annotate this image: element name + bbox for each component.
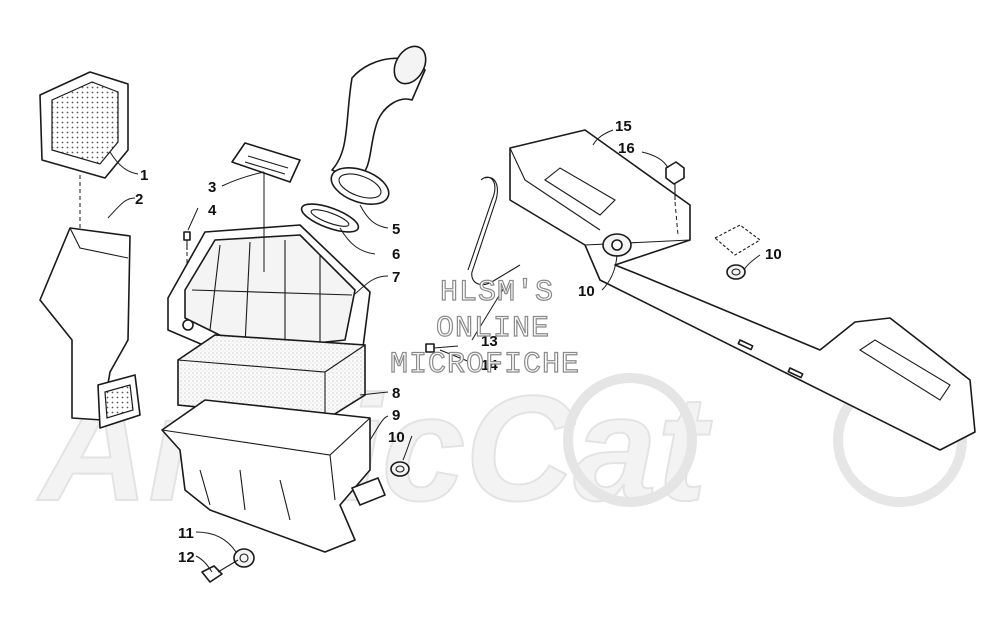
callout-3: 3 — [208, 179, 216, 196]
callout-2: 2 — [135, 191, 143, 208]
callout-4: 4 — [208, 202, 217, 219]
part-breather-tube — [467, 176, 521, 286]
callout-15: 15 — [615, 118, 632, 135]
part-grommet-right — [714, 224, 761, 280]
callout-10-right: 10 — [765, 246, 782, 263]
part-screw-14 — [425, 343, 459, 353]
text-watermark: HLSM'S ONLINE MICROFICHE — [389, 275, 580, 382]
part-intake-duct — [39, 175, 141, 429]
callout-10-center: 10 — [578, 283, 595, 300]
part-bushing — [233, 548, 255, 568]
part-air-filter — [177, 334, 366, 421]
callout-11: 11 — [178, 525, 194, 542]
part-bolt-12 — [201, 559, 239, 583]
callout-8: 8 — [392, 385, 400, 402]
part-airbox-cover — [167, 224, 371, 366]
callout-1: 1 — [140, 167, 148, 184]
brand-logo-watermark: ArcticCat — [35, 363, 967, 533]
callout-5: 5 — [392, 221, 400, 238]
part-airbox-base — [161, 399, 386, 553]
callout-labels: 1 2 3 4 5 6 7 8 9 10 11 12 13 14 15 16 1… — [135, 118, 782, 566]
part-intake-grille — [39, 71, 129, 179]
callout-7: 7 — [392, 269, 400, 286]
part-gasket-ring — [300, 203, 360, 233]
part-grommet-left — [390, 461, 410, 477]
logo-watermark-text: ArcticCat — [36, 364, 713, 532]
part-bolt-16 — [665, 161, 685, 236]
part-intake-silencer — [509, 129, 976, 451]
watermark-line-3: MICROFICHE — [390, 348, 580, 382]
watermark-line-2: ONLINE — [436, 312, 550, 346]
callout-16: 16 — [618, 140, 635, 157]
leader-lines — [107, 129, 761, 573]
logo-wheel-left — [563, 373, 697, 507]
callout-9: 9 — [392, 407, 400, 424]
part-intake-hose — [330, 45, 427, 206]
callout-14: 14 — [481, 357, 498, 374]
callout-13: 13 — [481, 333, 498, 350]
callout-6: 6 — [392, 246, 400, 263]
watermark-line-1: HLSM'S — [440, 276, 554, 310]
callout-10-left: 10 — [388, 429, 405, 446]
part-decal — [231, 142, 301, 183]
callout-12: 12 — [178, 549, 195, 566]
